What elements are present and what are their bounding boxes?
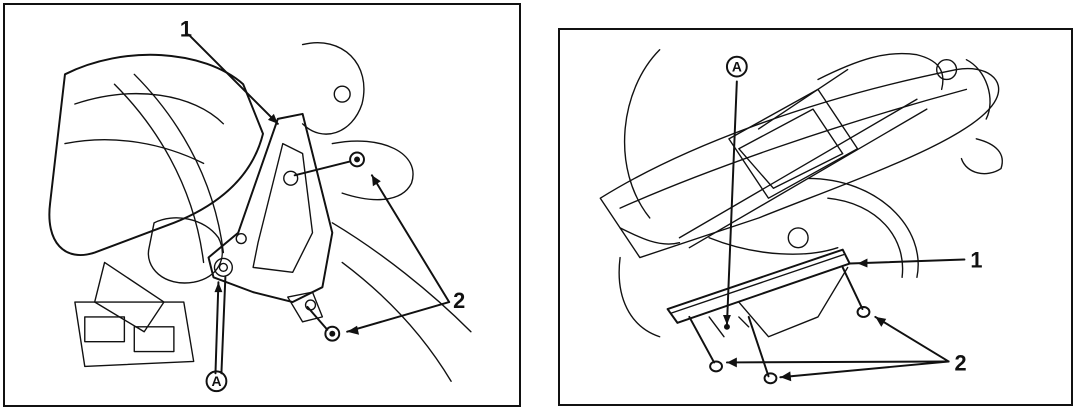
frame-tube: [113, 83, 205, 264]
bolt-lower: [306, 305, 341, 342]
callout-A: A: [732, 59, 742, 75]
bolt-b: [747, 315, 778, 385]
bolt-a: [688, 315, 723, 373]
right-figure-drawing: A 1 2: [599, 49, 1003, 385]
callout-2: 2: [453, 288, 465, 313]
left-figure-panel: 1 2 A: [3, 3, 521, 407]
seat-frame: [599, 67, 1000, 259]
engine-cover: [147, 217, 223, 284]
callout-A-circle: [205, 370, 228, 393]
leader-2-upper: [370, 174, 451, 304]
bolt-c: [841, 266, 871, 318]
callout-1: 1: [180, 17, 192, 42]
tyre: [807, 177, 919, 279]
bolt-upper: [293, 151, 365, 177]
battery-box: [728, 88, 859, 199]
reference-point-A: [723, 323, 730, 330]
leader-A: [725, 80, 738, 326]
rear-wheel-arc: [623, 49, 661, 219]
callout-A-circle: [725, 55, 748, 78]
leader-2-a: [725, 360, 950, 364]
cover-plate: [666, 248, 851, 324]
engine-block: [74, 301, 195, 368]
leader-2-b: [779, 360, 950, 379]
frame-rail-upper: [678, 98, 918, 239]
leader-2-c: [874, 315, 950, 363]
callout-1: 1: [970, 247, 982, 272]
leader-A-2: [220, 276, 227, 375]
leader-1: [187, 33, 279, 125]
callout-2: 2: [955, 350, 967, 375]
leader-A-1: [214, 281, 220, 375]
tank-outline: [48, 53, 264, 256]
tank-contour: [74, 93, 225, 125]
callout-A: A: [212, 373, 222, 389]
footpeg-bracket: [207, 112, 334, 304]
rear-body: [331, 140, 414, 201]
plate-bracket: [738, 266, 849, 338]
left-figure-drawing: 1 2 A: [48, 17, 472, 393]
leader-2-lower: [346, 301, 451, 333]
leader-1: [848, 258, 966, 265]
right-figure-panel: A 1 2: [558, 28, 1073, 406]
